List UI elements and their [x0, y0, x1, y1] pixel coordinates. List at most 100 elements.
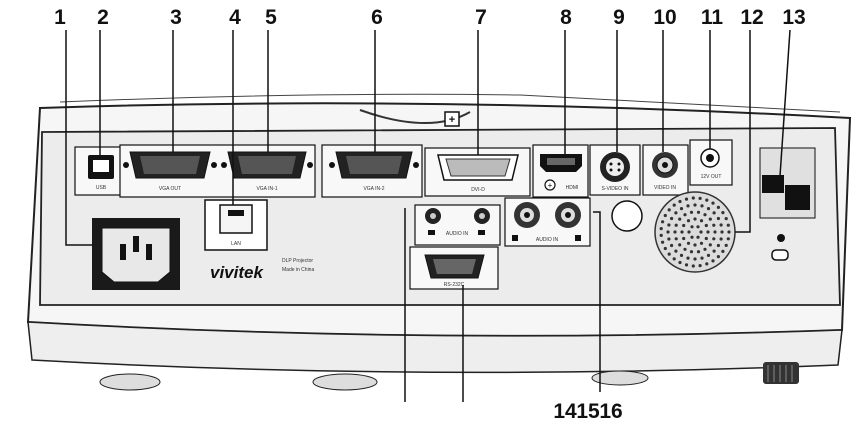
- svideo-port: S-VIDEO IN: [600, 152, 630, 192]
- speaker-hole: [696, 225, 699, 228]
- speaker-hole: [707, 207, 710, 210]
- speaker-hole: [713, 211, 716, 214]
- callout-16: 16: [599, 400, 622, 423]
- speaker-hole: [700, 204, 703, 207]
- rs232-label: RS-232C: [444, 282, 465, 288]
- usb-label: USB: [96, 185, 107, 191]
- speaker-hole: [705, 199, 708, 202]
- speaker-hole: [712, 237, 715, 240]
- speaker-hole: [709, 218, 712, 221]
- speaker-hole: [661, 241, 664, 244]
- speaker-hole: [706, 230, 709, 233]
- speaker-hole: [717, 217, 720, 220]
- speaker-hole: [682, 224, 685, 227]
- callout-8: 8: [560, 6, 572, 29]
- speaker-hole: [727, 237, 730, 240]
- speaker-hole: [693, 257, 696, 260]
- speaker-hole: [692, 196, 695, 199]
- speaker-hole: [700, 257, 703, 260]
- speaker-hole: [692, 264, 695, 267]
- callout-5: 5: [265, 6, 277, 29]
- speaker-hole: [687, 230, 690, 233]
- speaker-hole: [675, 237, 678, 240]
- callout-2: 2: [97, 6, 109, 29]
- speaker-hole: [721, 211, 724, 214]
- speaker-hole: [713, 250, 716, 253]
- speaker-hole: [711, 259, 714, 262]
- callout-6: 6: [371, 6, 383, 29]
- speaker-hole: [687, 219, 690, 222]
- speaker-hole: [675, 224, 678, 227]
- speaker-hole: [674, 250, 677, 253]
- speaker-hole: [673, 204, 676, 207]
- speaker-hole: [693, 217, 696, 220]
- vga-in-1-label: VGA IN-1: [256, 186, 277, 192]
- speaker-hole: [690, 236, 693, 239]
- speaker-hole: [717, 206, 720, 209]
- center-foot: [313, 374, 377, 390]
- speaker-hole: [720, 223, 723, 226]
- callout-14: 14: [553, 400, 577, 423]
- callout-7: 7: [475, 6, 487, 29]
- dvi-label: DVI-D: [471, 187, 485, 193]
- speaker-hole: [686, 257, 689, 260]
- speaker-hole: [667, 223, 670, 226]
- video-label: VIDEO IN: [654, 185, 676, 191]
- lan-label: LAN: [231, 241, 241, 247]
- speaker-hole: [670, 244, 673, 247]
- ir-receiver: [612, 201, 642, 231]
- speaker-hole: [673, 230, 676, 233]
- speaker-hole: [660, 227, 663, 230]
- speaker-hole: [686, 204, 689, 207]
- speaker-hole: [678, 243, 681, 246]
- speaker-hole: [666, 230, 669, 233]
- hdmi-label: HDMI: [566, 185, 579, 191]
- speaker-hole: [693, 243, 696, 246]
- speaker-hole: [661, 220, 664, 223]
- speaker-hole: [674, 211, 677, 214]
- speaker-hole: [683, 248, 686, 251]
- speaker-hole: [700, 219, 703, 222]
- callout-15: 15: [576, 400, 600, 423]
- speaker-hole: [685, 263, 688, 266]
- lan-port: LAN: [205, 200, 267, 250]
- dc-out-label: 12V OUT: [701, 174, 722, 180]
- speaker-hole: [703, 213, 706, 216]
- speaker-hole: [720, 237, 723, 240]
- speaker-hole: [660, 234, 663, 237]
- speaker-hole: [683, 213, 686, 216]
- speaker-hole: [713, 230, 716, 233]
- speaker-hole: [693, 203, 696, 206]
- speaker-hole: [690, 225, 693, 228]
- left-foot: [100, 374, 160, 390]
- adjustable-foot: [763, 362, 799, 384]
- speaker-hole: [680, 207, 683, 210]
- speaker-hole: [690, 250, 693, 253]
- ac-power-socket: [92, 218, 180, 290]
- callout-10: 10: [653, 6, 676, 29]
- speaker-hole: [680, 230, 683, 233]
- speaker-hole: [687, 242, 690, 245]
- callout-4: 4: [229, 6, 241, 29]
- speaker-hole: [673, 257, 676, 260]
- speaker-hole: [664, 247, 667, 250]
- speaker-hole: [690, 211, 693, 214]
- speaker-hole: [678, 218, 681, 221]
- svg-text:+: +: [449, 114, 455, 126]
- svideo-label: S-VIDEO IN: [602, 186, 629, 192]
- speaker-hole: [705, 262, 708, 265]
- audio-in-mini-label: AUDIO IN: [446, 231, 469, 237]
- speaker-hole: [697, 211, 700, 214]
- audio-in-mini-jacks: AUDIO IN: [415, 205, 500, 245]
- speaker-hole: [727, 230, 730, 233]
- speaker-hole: [717, 255, 720, 258]
- vga-out-label: VGA OUT: [159, 186, 181, 192]
- callout-3: 3: [170, 6, 182, 29]
- vivitek-logo: vivitek: [210, 263, 264, 282]
- callout-12: 12: [740, 6, 763, 29]
- brand-line-1: DLP Projector: [282, 258, 313, 264]
- speaker-hole: [697, 250, 700, 253]
- speaker-hole: [696, 236, 699, 239]
- audio-in-rca-jacks: AUDIO IN: [505, 198, 590, 246]
- speaker-hole: [725, 217, 728, 220]
